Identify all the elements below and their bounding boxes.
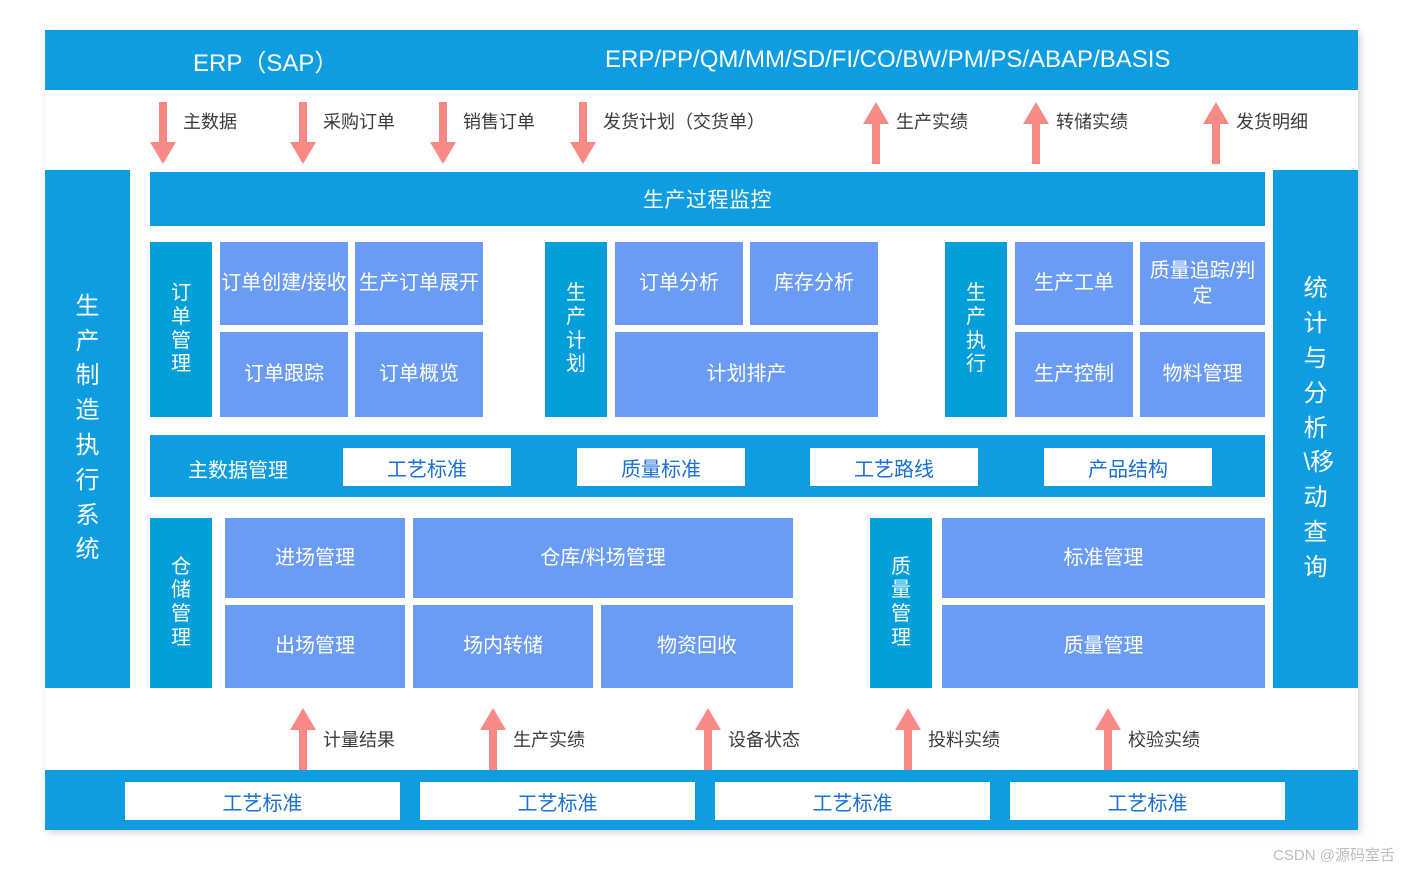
flow-arrow-bottom-5: [1095, 708, 1121, 770]
csdn-watermark: CSDN @源码室舌: [1273, 847, 1395, 864]
category-production-plan-label: 生产计划: [566, 282, 586, 376]
module-exit-management[interactable]: 出场管理: [225, 605, 405, 688]
left-sidebar-label: 生产制造执行系统: [75, 292, 100, 564]
flow-arrow-bottom-2: [480, 708, 506, 770]
bottom-box-process-standard-4[interactable]: 工艺标准: [1010, 782, 1285, 820]
module-order-overview[interactable]: 订单概览: [355, 332, 483, 417]
module-product-structure[interactable]: 产品结构: [1044, 448, 1212, 486]
category-master-data-label: 主数据管理: [188, 460, 288, 482]
flow-label-delivery-detail: 发货明细: [1236, 112, 1308, 132]
module-internal-transfer[interactable]: 场内转储: [413, 605, 593, 688]
category-quality-management[interactable]: 质量管理: [870, 518, 932, 688]
flow-arrow-up-1: [863, 102, 889, 164]
module-production-control[interactable]: 生产控制: [1015, 332, 1133, 417]
category-order-management[interactable]: 订单管理: [150, 242, 212, 417]
erp-sap-title: ERP（SAP）: [193, 49, 339, 77]
module-process-standard[interactable]: 工艺标准: [343, 448, 511, 486]
module-order-create-receive[interactable]: 订单创建/接收: [220, 242, 348, 325]
category-quality-management-label: 质量管理: [891, 555, 911, 649]
right-sidebar-analytics: 统计与分析\移动查询: [1273, 170, 1358, 688]
flow-arrow-down-2: [290, 102, 316, 164]
bottom-box-process-standard-3[interactable]: 工艺标准: [715, 782, 990, 820]
category-production-plan[interactable]: 生产计划: [545, 242, 607, 417]
category-production-execution-label: 生产执行: [966, 282, 986, 376]
flow-label-production-result-bottom: 生产实绩: [513, 730, 585, 750]
production-monitor-bar[interactable]: 生产过程监控: [150, 172, 1265, 226]
flow-arrow-down-4: [570, 102, 596, 164]
module-inventory-analysis[interactable]: 库存分析: [750, 242, 878, 325]
module-production-work-order[interactable]: 生产工单: [1015, 242, 1133, 325]
module-plan-scheduling[interactable]: 计划排产: [615, 332, 878, 417]
flow-arrow-up-2: [1023, 102, 1049, 164]
flow-label-delivery-plan: 发货计划（交货单）: [603, 112, 765, 132]
flow-arrow-down-3: [430, 102, 456, 164]
flow-label-transfer-result: 转储实绩: [1056, 112, 1128, 132]
flow-arrow-up-3: [1203, 102, 1229, 164]
category-production-execution[interactable]: 生产执行: [945, 242, 1007, 417]
module-standard-management[interactable]: 标准管理: [942, 518, 1265, 598]
flow-label-inspection-result: 校验实绩: [1128, 730, 1200, 750]
module-material-management[interactable]: 物料管理: [1140, 332, 1265, 417]
flow-label-equipment-status: 设备状态: [728, 730, 800, 750]
module-order-analysis[interactable]: 订单分析: [615, 242, 743, 325]
category-warehouse-management[interactable]: 仓储管理: [150, 518, 212, 688]
flow-label-sales-order: 销售订单: [463, 112, 535, 132]
erp-modules-title: ERP/PP/QM/MM/SD/FI/CO/BW/PM/PS/ABAP/BASI…: [605, 46, 1171, 73]
module-warehouse-yard-management[interactable]: 仓库/料场管理: [413, 518, 793, 598]
right-sidebar-label: 统计与分析\移动查询: [1303, 275, 1335, 581]
flow-label-master-data: 主数据: [183, 112, 237, 132]
module-quality-management[interactable]: 质量管理: [942, 605, 1265, 688]
flow-label-charging-result: 投料实绩: [928, 730, 1000, 750]
flow-label-purchase-order: 采购订单: [323, 112, 395, 132]
left-sidebar-mes: 生产制造执行系统: [45, 170, 130, 688]
category-warehouse-management-label: 仓储管理: [171, 555, 191, 649]
flow-label-measurement-result: 计量结果: [323, 730, 395, 750]
module-entry-management[interactable]: 进场管理: [225, 518, 405, 598]
module-material-recycling[interactable]: 物资回收: [601, 605, 793, 688]
diagram-frame: ERP（SAP） ERP/PP/QM/MM/SD/FI/CO/BW/PM/PS/…: [45, 30, 1358, 830]
module-production-order-expand[interactable]: 生产订单展开: [355, 242, 483, 325]
erp-header-bar: ERP（SAP） ERP/PP/QM/MM/SD/FI/CO/BW/PM/PS/…: [45, 30, 1358, 90]
flow-arrow-bottom-1: [290, 708, 316, 770]
bottom-box-process-standard-1[interactable]: 工艺标准: [125, 782, 400, 820]
flow-arrow-bottom-4: [895, 708, 921, 770]
bottom-box-process-standard-2[interactable]: 工艺标准: [420, 782, 695, 820]
flow-arrow-bottom-3: [695, 708, 721, 770]
module-quality-tracking-judgement[interactable]: 质量追踪/判定: [1140, 242, 1265, 325]
flow-arrow-down-1: [150, 102, 176, 164]
category-order-management-label: 订单管理: [171, 282, 191, 376]
module-order-tracking[interactable]: 订单跟踪: [220, 332, 348, 417]
module-quality-standard[interactable]: 质量标准: [577, 448, 745, 486]
module-process-route[interactable]: 工艺路线: [810, 448, 978, 486]
flow-label-production-result: 生产实绩: [896, 112, 968, 132]
